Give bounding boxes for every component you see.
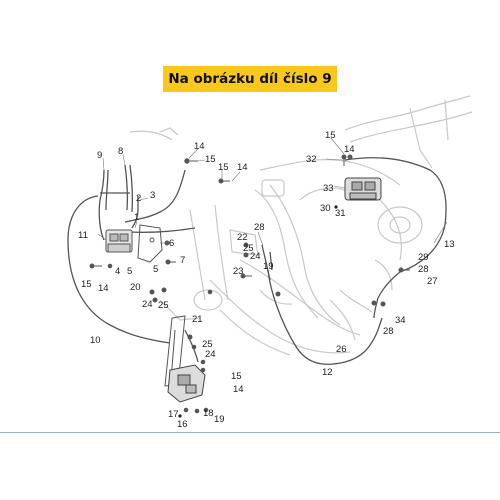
callout-30: 30 [320, 203, 331, 214]
abs-module [105, 229, 133, 253]
callout-14: 14 [194, 141, 205, 152]
callout-20: 20 [130, 282, 141, 293]
callout-14: 14 [344, 144, 355, 155]
abs-bracket [137, 224, 163, 263]
callout-3: 3 [150, 190, 155, 201]
callout-29: 29 [418, 252, 429, 263]
callout-5: 5 [153, 264, 158, 275]
callout-15: 15 [81, 279, 92, 290]
callout-24: 24 [250, 251, 261, 262]
hose-10 [67, 195, 171, 344]
callout-10: 10 [90, 335, 101, 346]
callout-28: 28 [383, 326, 394, 337]
part-number-banner: Na obrázku díl číslo 9 [163, 66, 337, 92]
callout-15: 15 [325, 130, 336, 141]
callout-25: 25 [158, 300, 169, 311]
callout-14: 14 [237, 162, 248, 173]
callout-6: 6 [169, 238, 174, 249]
callout-1: 1 [134, 212, 139, 223]
callout-27: 27 [427, 276, 438, 287]
callout-15: 15 [205, 154, 216, 165]
callout-25: 25 [243, 243, 254, 254]
callout-18: 18 [203, 408, 214, 419]
callout-4: 4 [115, 266, 120, 277]
marker-dots [178, 205, 338, 418]
callout-19: 19 [263, 261, 274, 272]
hose-8 [124, 164, 129, 211]
hose-3 [124, 169, 186, 223]
callout-15: 15 [218, 162, 229, 173]
callout-25: 25 [202, 339, 213, 350]
callout-12: 12 [322, 367, 333, 378]
banner-text: Na obrázku díl číslo 9 [168, 71, 332, 87]
front-brake-caliper [167, 364, 206, 403]
callout-34: 34 [395, 315, 406, 326]
footer-divider [0, 432, 500, 433]
callout-13: 13 [444, 239, 455, 250]
callout-9: 9 [97, 150, 102, 161]
handlebar-lever [129, 127, 179, 141]
callout-23: 23 [233, 266, 244, 277]
brake-lines [67, 157, 447, 365]
chassis-frame-outline [159, 95, 473, 356]
callout-2: 2 [136, 193, 141, 204]
rear-brake-caliper [344, 177, 382, 201]
callout-14: 14 [98, 283, 109, 294]
callout-31: 31 [335, 208, 346, 219]
callout-28: 28 [418, 264, 429, 275]
leader-lines [97, 137, 448, 247]
callout-26: 26 [336, 344, 347, 355]
callout-17: 17 [168, 409, 179, 420]
callout-16: 16 [177, 419, 188, 430]
callout-32: 32 [306, 154, 317, 165]
callout-15: 15 [231, 371, 242, 382]
callout-21: 21 [192, 314, 203, 325]
callout-33: 33 [323, 183, 334, 194]
callout-7: 7 [180, 255, 185, 266]
callout-11: 11 [78, 230, 88, 241]
callout-14: 14 [233, 384, 244, 395]
callout-28: 28 [254, 222, 265, 233]
callout-19: 19 [214, 414, 225, 425]
callout-8: 8 [118, 146, 123, 157]
callout-24: 24 [205, 349, 216, 360]
callout-22: 22 [237, 232, 248, 243]
callout-labels: 9 8 14 15 15 14 15 32 14 2 3 1 33 30 31 … [78, 130, 455, 430]
hose-9 [98, 169, 105, 241]
callout-24: 24 [142, 299, 153, 310]
callout-5: 5 [127, 266, 132, 277]
